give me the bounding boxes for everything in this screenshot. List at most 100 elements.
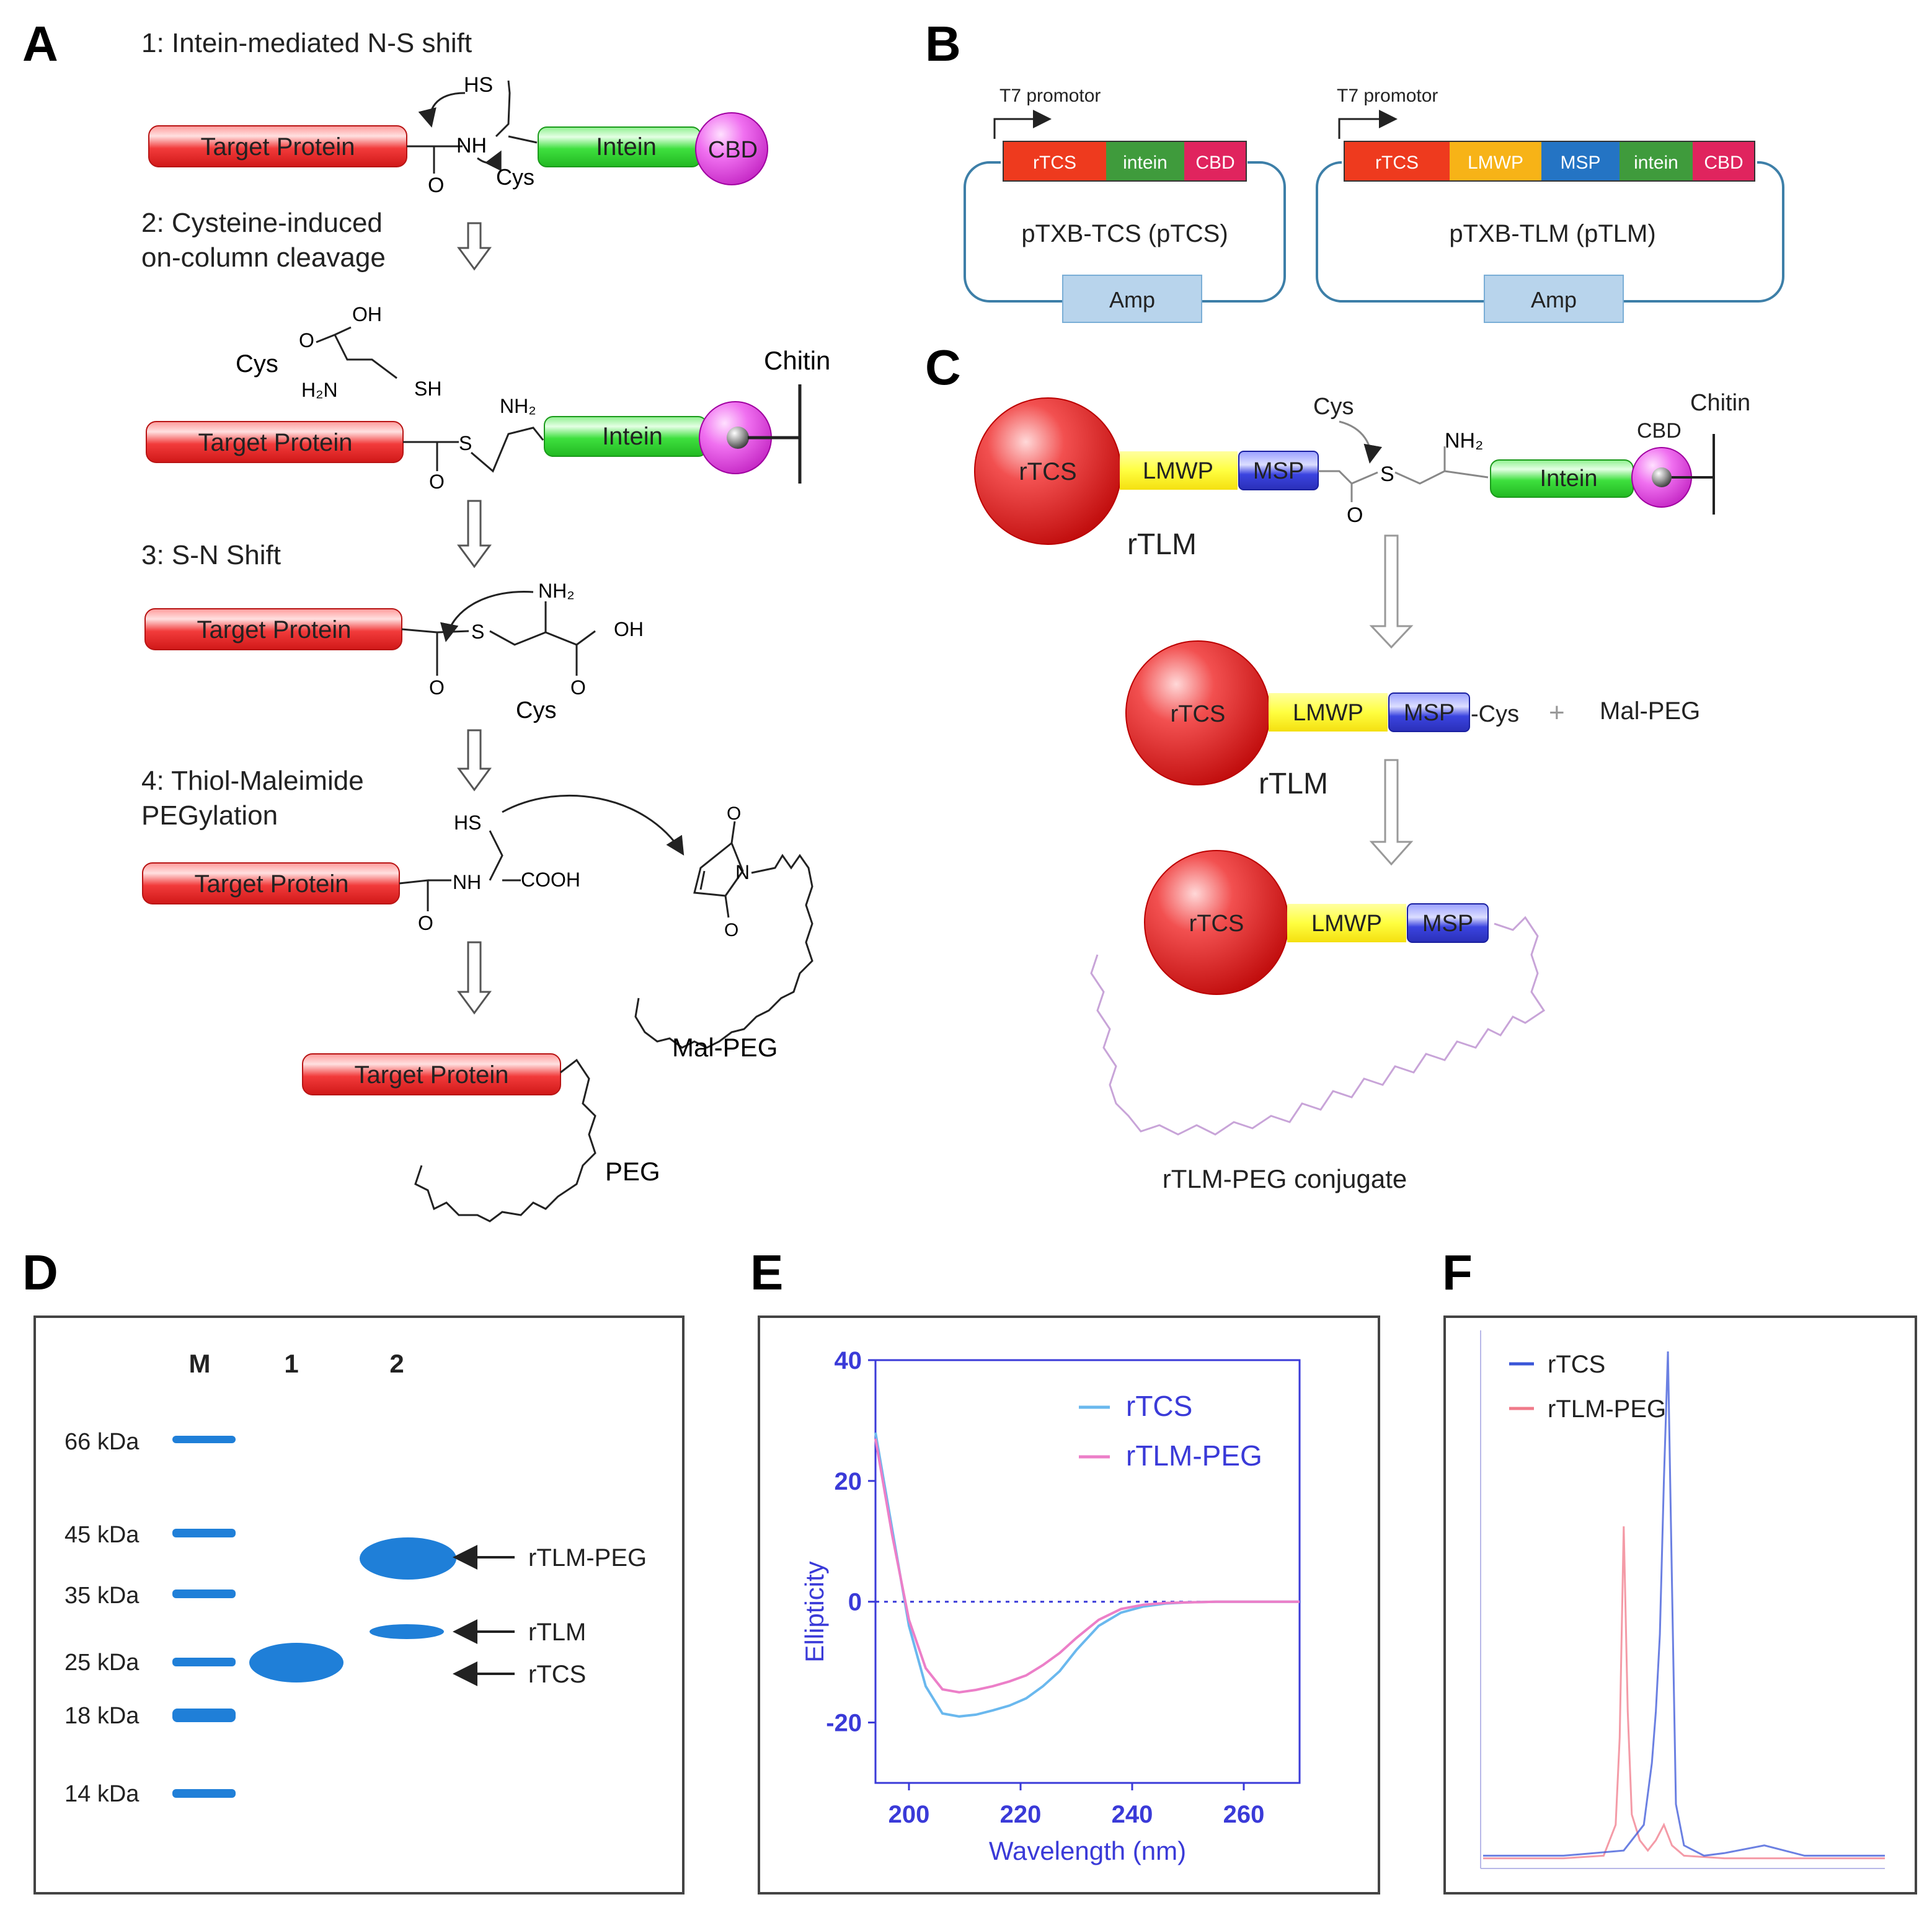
bond [471, 427, 544, 473]
panel-letter-b: B [925, 16, 961, 71]
bond [407, 145, 463, 174]
nh-atom: NH [456, 134, 487, 157]
curved-arrow [1339, 420, 1383, 464]
down-arrow [457, 500, 492, 568]
band-label: rTLM-PEG [528, 1544, 647, 1572]
x-tick-label: 260 [1223, 1801, 1265, 1828]
panel-c: C rTCS LMWP MSP rTLM Cys O S NH₂ Chitin … [925, 340, 1750, 1193]
marker-label: 35 kDa [64, 1583, 140, 1609]
marker-band [172, 1709, 236, 1722]
lmwp-box [1287, 904, 1406, 942]
rtlm-label: rTLM [1127, 528, 1197, 561]
plasmid-name: pTXB-TCS (pTCS) [1021, 220, 1228, 247]
nh-atom: NH [453, 871, 481, 893]
cooh-atom: COOH [521, 869, 580, 891]
down-arrow [1369, 759, 1414, 866]
cys-label: Cys [516, 697, 556, 723]
rtlm-peg-band [360, 1537, 456, 1580]
o-atom: O [299, 329, 314, 351]
rtlm-label: rTLM [1259, 767, 1328, 800]
bond [403, 441, 459, 471]
mal-peg-label: Mal-PEG [1600, 697, 1700, 725]
rtcs-label: rTCS [1171, 701, 1226, 727]
down-arrow [1369, 534, 1414, 649]
sh-atom: SH [414, 378, 441, 400]
amp-label: Amp [1531, 287, 1577, 312]
peg-chain [634, 854, 813, 1049]
panel-letter-d: D [22, 1245, 58, 1300]
lmwp-label: LMWP [1143, 458, 1213, 484]
series-line-rtlm-peg [1483, 1526, 1885, 1860]
amp-box [1484, 275, 1624, 323]
target-protein-label: Target Protein [194, 870, 348, 898]
peg-label: PEG [605, 1157, 660, 1186]
nh2-atom: NH₂ [1445, 429, 1483, 453]
panel-letter-a: A [22, 16, 58, 71]
segment-label: MSP [1560, 153, 1600, 173]
down-arrow [457, 941, 492, 1015]
y-tick-label: -20 [826, 1710, 862, 1737]
msp-box [1407, 903, 1489, 943]
chitin-bead-tether [748, 384, 802, 484]
lmwp-box [1120, 451, 1238, 490]
s-atom: S [471, 621, 484, 643]
oh-atom: OH [614, 618, 644, 640]
o-atom: O [418, 912, 433, 934]
o-atom: O [724, 920, 738, 940]
segment-label: CBD [1195, 153, 1234, 173]
legend-label: rTLM-PEG [1126, 1439, 1262, 1472]
lmwp-box [1269, 693, 1388, 732]
target-protein-label: Target Protein [200, 133, 355, 161]
promotor-label: T7 promotor [999, 86, 1101, 106]
down-arrow [457, 729, 492, 792]
promotor-arrow [1338, 110, 1398, 139]
peg-chain [1090, 916, 1546, 1136]
legend: rTCS rTLM-PEG [1079, 1390, 1262, 1472]
panel-letter-c: C [925, 340, 961, 395]
s-atom: S [1380, 462, 1394, 486]
lane-label: 1 [284, 1349, 298, 1378]
plus-sign: + [1549, 697, 1565, 728]
hs-atom: HS [464, 73, 493, 97]
step2-label-line1: 2: Cysteine-induced [141, 208, 383, 238]
marker-label: 66 kDa [64, 1429, 140, 1455]
bond [508, 135, 538, 144]
chitin-label: Chitin [764, 346, 830, 375]
nh2-atom: NH₂ [500, 395, 536, 417]
segment-rtcs [1344, 141, 1450, 181]
panel-letter-f: F [1442, 1245, 1473, 1300]
o-atom: O [1347, 503, 1363, 527]
segment-intein [1620, 141, 1693, 181]
step1-label: 1: Intein-mediated N-S shift [141, 28, 472, 58]
y-tick-label: 40 [835, 1347, 862, 1374]
o-atom: O [428, 174, 444, 197]
plasmid-name: pTXB-TLM (pTLM) [1449, 220, 1655, 247]
chart-frame [758, 1315, 1380, 1895]
panel-f: F rTCS rTLM-PEG [1442, 1245, 1917, 1895]
bead [1652, 467, 1672, 487]
series-line-rtlm-peg [874, 1438, 1300, 1694]
step3-label: 3: S-N Shift [141, 540, 281, 570]
segment-label: intein [1634, 153, 1678, 173]
curved-arrow [477, 150, 502, 172]
x-tick-label: 240 [1112, 1801, 1153, 1828]
panel-a: A 1: Intein-mediated N-S shift Target Pr… [22, 16, 830, 1222]
amp-label: Amp [1109, 287, 1155, 312]
curved-arrow [502, 794, 685, 856]
segment-cbd [1184, 141, 1246, 181]
series-lines [874, 1432, 1300, 1718]
x-tick-label: 220 [1000, 1801, 1042, 1828]
marker-band [172, 1789, 236, 1798]
msp-label: MSP [1253, 458, 1304, 484]
o-atom: O [727, 803, 741, 824]
mal-peg-label: Mal-PEG [672, 1033, 778, 1062]
intein-label: Intein [1540, 466, 1598, 492]
cbd-label: CBD [1637, 419, 1682, 443]
promotor-arrow [993, 110, 1052, 139]
bond [1318, 446, 1489, 502]
target-protein-label: Target Protein [354, 1061, 508, 1089]
lane-label: M [189, 1349, 211, 1378]
